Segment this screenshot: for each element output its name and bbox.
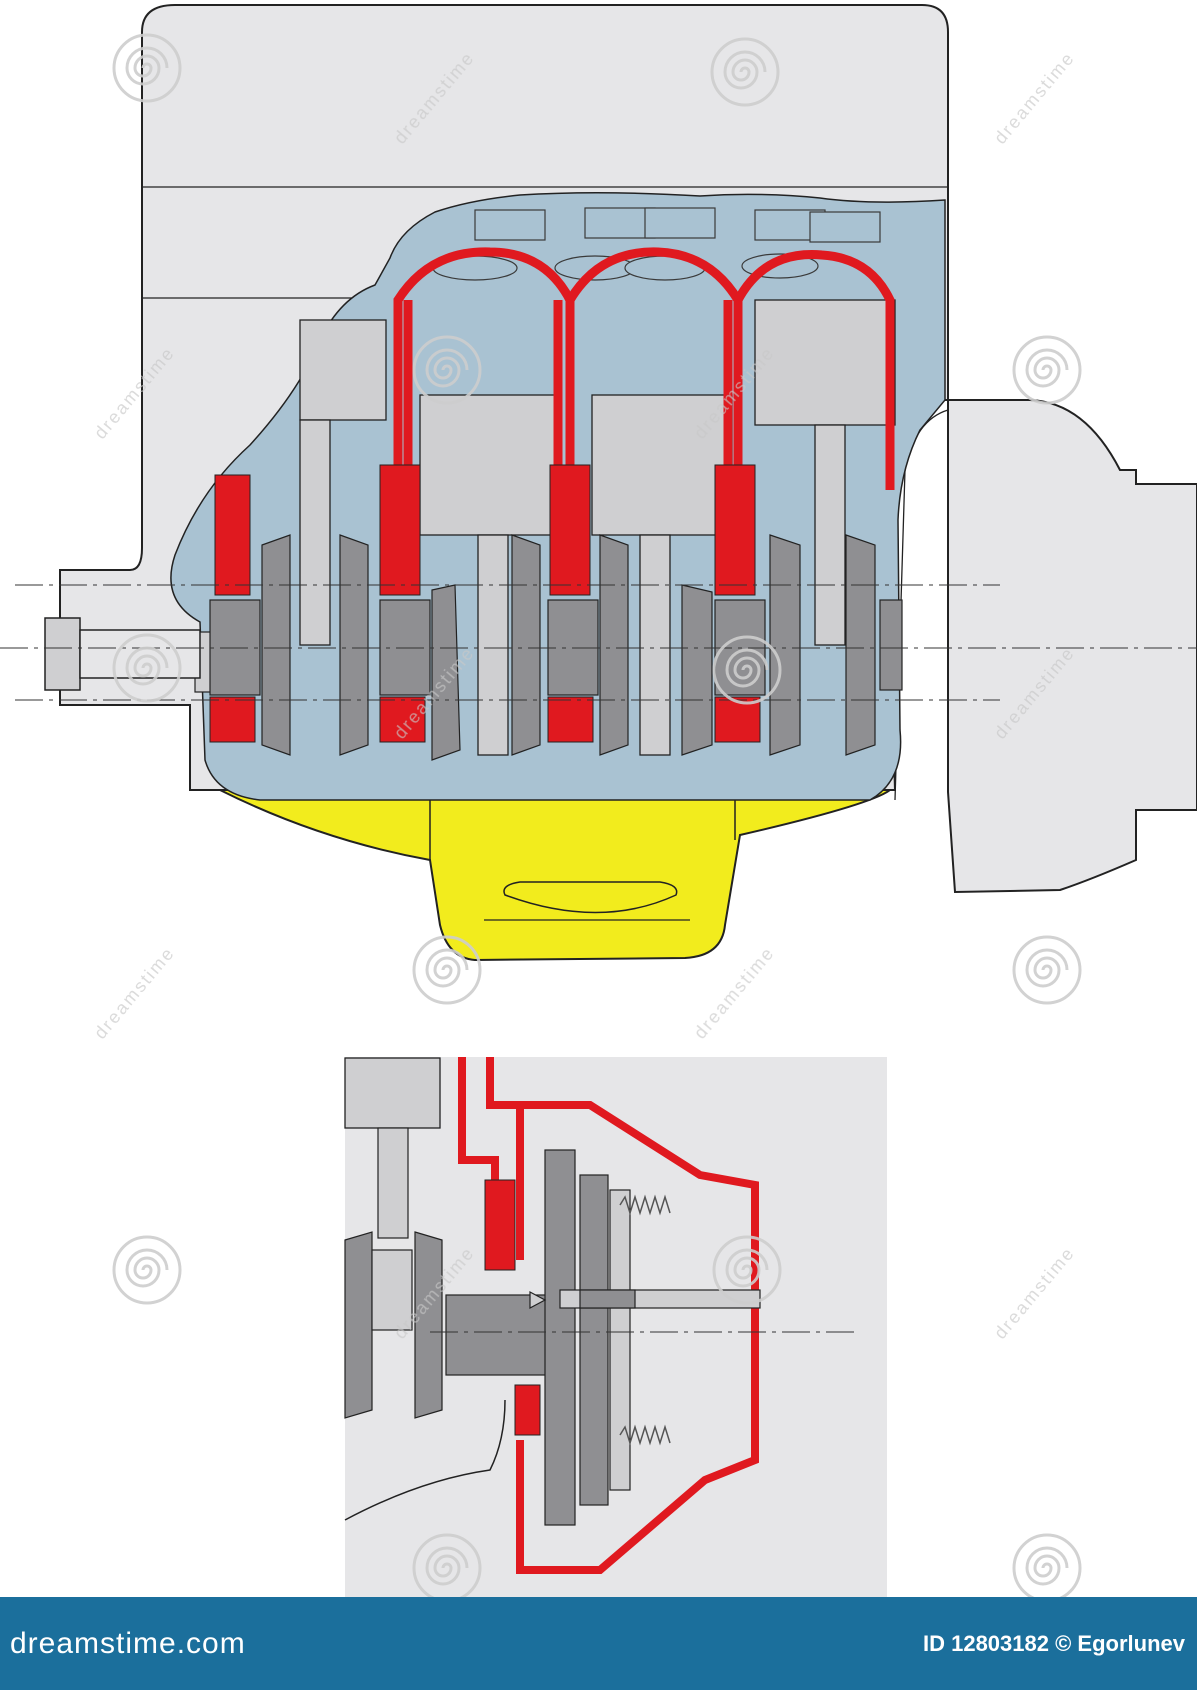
inset-rod	[377, 1127, 409, 1239]
oil-gallery-arch-3	[734, 250, 895, 490]
inset-clutch	[529, 1149, 761, 1526]
piston-3	[591, 394, 733, 536]
oil-passages	[393, 247, 895, 500]
crank-nose	[44, 617, 81, 691]
oil-gallery-arch-1	[393, 247, 575, 500]
pistons	[299, 299, 896, 756]
piston-4	[754, 299, 896, 426]
center-lines	[0, 584, 1197, 701]
clutch-detail-inset	[344, 1057, 887, 1597]
footer-credit: ID 12803182 © Egorlunev	[922, 1630, 1185, 1656]
footer-brand: dreamstime.com	[10, 1626, 246, 1660]
engine-lubrication-diagram	[0, 4, 1197, 1597]
piston-2	[419, 394, 561, 536]
gearbox-housing	[947, 399, 1197, 894]
crank-bolt	[79, 629, 201, 679]
inset-crank-webs	[344, 1231, 565, 1419]
engine-section	[0, 4, 1197, 962]
watermark-footer: dreamstime.com ID 12803182 © Egorlunev	[0, 1597, 1197, 1690]
oil-pickup	[503, 881, 678, 914]
main-bearing-oil	[209, 464, 761, 743]
inset-housing-curve	[344, 1399, 506, 1521]
inset-springs	[619, 1194, 671, 1446]
oil-sump	[219, 789, 894, 962]
inset-piston	[344, 1057, 441, 1129]
oil-gallery-arch-2	[566, 247, 743, 500]
piston-1	[299, 319, 387, 421]
inset-oil-blocks	[484, 1179, 541, 1436]
